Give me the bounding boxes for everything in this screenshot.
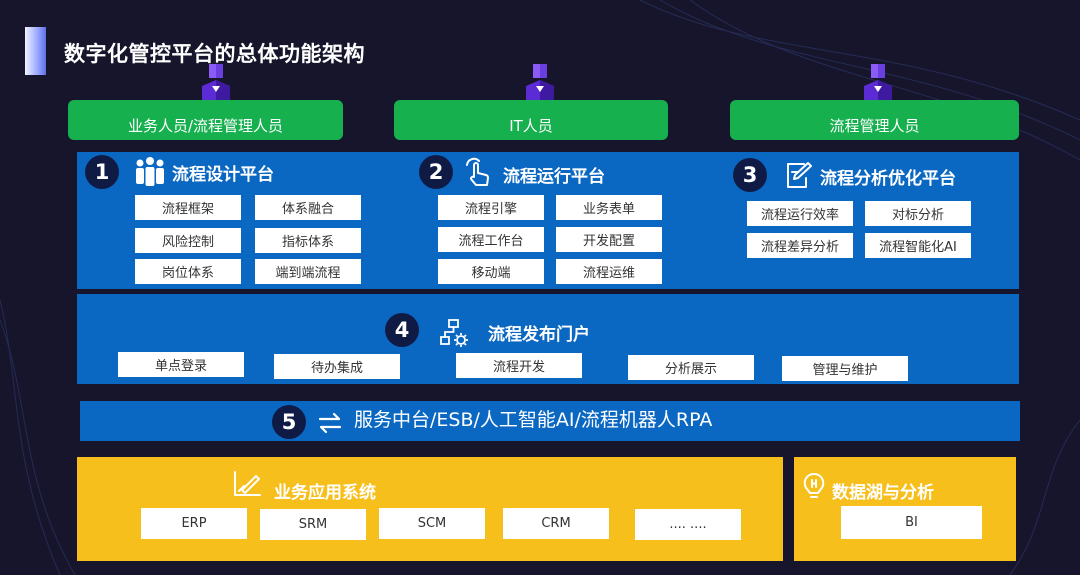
chip-process-engine: 流程引擎 (438, 195, 544, 220)
chip-srm: SRM (260, 509, 366, 540)
people-group-icon (136, 157, 164, 186)
module-title-runtime: 流程运行平台 (503, 167, 605, 187)
chip-bi: BI (841, 506, 982, 539)
hand-pointer-icon (466, 157, 489, 186)
chip-indicator-system: 指标体系 (255, 228, 361, 253)
chip-mobile: 移动端 (438, 259, 544, 284)
chip-business-form: 业务表单 (556, 195, 662, 220)
portal-title: 流程发布门户 (488, 325, 590, 345)
chip-process-development: 流程开发 (456, 353, 582, 378)
chip-risk-control: 风险控制 (135, 228, 241, 253)
chip-management-maintenance: 管理与维护 (782, 356, 908, 381)
chart-pen-icon (234, 471, 261, 496)
chip-process-framework: 流程框架 (135, 195, 241, 220)
role-process-managers: 流程管理人员 (730, 100, 1019, 140)
data-lake-icon (803, 472, 825, 498)
chip-more: .... .... (635, 509, 741, 540)
page-title: 数字化管控平台的总体功能架构 (64, 42, 365, 66)
exchange-arrows-icon (318, 412, 342, 434)
bus-text: 服务中台/ESB/人工智能AI/流程机器人RPA (354, 409, 713, 431)
module-title-design: 流程设计平台 (172, 165, 274, 185)
chip-analysis-display: 分析展示 (628, 355, 754, 380)
module-number-3: 3 (733, 158, 767, 192)
module-number-2: 2 (419, 155, 453, 189)
chip-end-to-end-process: 端到端流程 (255, 259, 361, 284)
chip-todo-integration: 待办集成 (274, 354, 400, 379)
chip-system-integration: 体系融合 (255, 195, 361, 220)
role-business-users: 业务人员/流程管理人员 (68, 100, 343, 140)
chip-erp: ERP (141, 508, 247, 539)
edit-document-icon (787, 162, 812, 188)
module-title-analysis: 流程分析优化平台 (820, 169, 956, 189)
chip-process-diff-analysis: 流程差异分析 (747, 233, 853, 258)
chip-process-workbench: 流程工作台 (438, 227, 544, 252)
chip-benchmark-analysis: 对标分析 (865, 201, 971, 226)
chip-dev-config: 开发配置 (556, 227, 662, 252)
flowchart-gear-icon (440, 319, 468, 347)
module-number-4: 4 (385, 313, 419, 347)
business-apps-title: 业务应用系统 (274, 483, 376, 503)
title-accent-bar (25, 27, 46, 75)
module-number-1: 1 (85, 155, 119, 189)
chip-scm: SCM (379, 508, 485, 539)
chip-single-sign-on: 单点登录 (118, 352, 244, 377)
chip-process-ai: 流程智能化AI (865, 233, 971, 258)
data-lake-title: 数据湖与分析 (832, 483, 934, 503)
bus-panel (80, 401, 1020, 441)
chip-process-efficiency: 流程运行效率 (747, 201, 853, 226)
chip-position-system: 岗位体系 (135, 259, 241, 284)
chip-process-ops: 流程运维 (556, 259, 662, 284)
chip-crm: CRM (503, 508, 609, 539)
role-it-users: IT人员 (394, 100, 668, 140)
module-number-5: 5 (272, 405, 306, 439)
